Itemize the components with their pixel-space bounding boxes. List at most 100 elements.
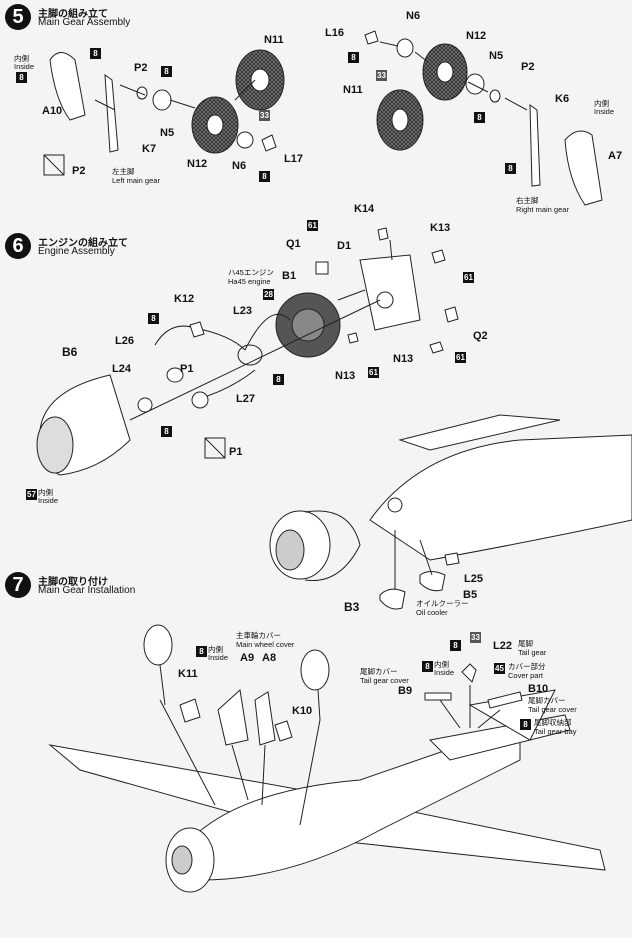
part-label: A8 xyxy=(262,652,277,664)
tail-gear-cover-jp: 尾脚カバー xyxy=(360,667,398,676)
color-code: 33 xyxy=(376,70,387,81)
n13-part-r xyxy=(429,341,444,354)
step-6-title-en: Engine Assembly xyxy=(38,246,115,257)
q1-part xyxy=(315,261,329,275)
color-code: 8 xyxy=(16,72,27,83)
part-label: A10 xyxy=(42,105,63,117)
p2-cap-r xyxy=(489,89,501,103)
color-code: 8 xyxy=(161,426,172,437)
step-7-title-en: Main Gear Installation xyxy=(38,585,136,596)
l24-part xyxy=(137,397,153,413)
tail-gear-bay-jp: 尾脚収納部 xyxy=(534,718,572,727)
color-code: 8 xyxy=(259,171,270,182)
part-label: B1 xyxy=(282,270,297,282)
part-label: B6 xyxy=(62,345,78,359)
part-label: L22 xyxy=(493,640,512,652)
b9-part xyxy=(424,692,452,701)
inside-note-jp: 内側 xyxy=(14,54,29,63)
part-label: K12 xyxy=(174,293,195,305)
k14-part xyxy=(377,227,389,241)
part-label: N5 xyxy=(489,50,504,62)
step-6-number: 6 xyxy=(5,233,31,259)
color-code: 8 xyxy=(90,48,101,59)
color-code: 28 xyxy=(263,289,274,300)
inside-en: Inside xyxy=(208,653,229,662)
color-code: 8 xyxy=(505,163,516,174)
color-code: 61 xyxy=(455,352,466,363)
part-label: K11 xyxy=(178,668,198,680)
inside-en: Inside xyxy=(434,668,455,677)
part-label: B5 xyxy=(463,589,478,601)
part-label: L25 xyxy=(464,573,483,585)
part-label: B9 xyxy=(398,685,413,697)
l16-part xyxy=(364,30,379,45)
d1-firewall xyxy=(359,254,421,331)
p2-cap-l xyxy=(136,86,148,100)
part-label: N11 xyxy=(343,84,363,96)
wheel-r xyxy=(300,649,330,691)
part-label: K7 xyxy=(142,143,157,155)
k13-part xyxy=(431,249,446,264)
tail-gear-en: Tail gear xyxy=(518,648,547,657)
tail-gear-bay-en: Tail gear bay xyxy=(534,727,577,736)
a7-door xyxy=(564,130,603,206)
k6-leg xyxy=(529,104,541,187)
color-code: 8 xyxy=(520,719,531,730)
engine-jp: ハ45エンジン xyxy=(228,268,274,277)
color-code: 8 xyxy=(348,52,359,63)
a8-part xyxy=(254,691,276,746)
main-wheel-cover-en: Main wheel cover xyxy=(236,640,295,649)
part-label: N13 xyxy=(393,353,414,365)
part-label: N12 xyxy=(187,158,208,170)
part-label: B10 xyxy=(528,683,549,695)
k11-part xyxy=(179,698,201,723)
part-label: L16 xyxy=(325,27,344,39)
right-gear-jp: 右主脚 xyxy=(516,196,539,205)
part-label: Q1 xyxy=(286,238,301,250)
part-label: A7 xyxy=(608,150,623,162)
tail-gear-cover-r-en: Tail gear cover xyxy=(528,705,577,714)
part-label: Q2 xyxy=(473,330,488,342)
part-label: N6 xyxy=(406,10,421,22)
tail-gear-jp: 尾脚 xyxy=(518,639,533,648)
color-code: 33 xyxy=(470,632,481,643)
b3-part xyxy=(379,588,406,610)
color-code: 33 xyxy=(259,110,270,121)
b5-part xyxy=(419,571,446,592)
fuselage-sub xyxy=(369,434,632,561)
tail-gear-cover-r-jp: 尾脚カバー xyxy=(528,696,566,705)
tail-gear xyxy=(461,663,477,683)
k10-part xyxy=(274,720,293,742)
part-label: D1 xyxy=(337,240,352,252)
part-label: P2 xyxy=(134,62,148,74)
part-label: P2 xyxy=(72,165,86,177)
color-code: 8 xyxy=(273,374,284,385)
part-label: L27 xyxy=(236,393,255,405)
left-gear-en: Left main gear xyxy=(112,176,160,185)
k12-part xyxy=(189,321,205,338)
oil-cooler-en: Oil cooler xyxy=(416,608,448,617)
main-wheel-cover-jp: 主車輪カバー xyxy=(236,631,281,640)
part-label: N6 xyxy=(232,160,247,172)
step-7-title-jp: 主脚の取り付け xyxy=(38,577,108,588)
step-5-title-en: Main Gear Assembly xyxy=(38,17,131,28)
p1-part-b xyxy=(191,391,209,409)
part-label: B3 xyxy=(344,600,360,614)
color-code: 45 xyxy=(494,663,505,674)
l25-part xyxy=(444,552,460,566)
inside-jp: 内側 xyxy=(38,488,53,497)
step-5-number: 5 xyxy=(5,4,31,30)
color-code: 8 xyxy=(196,646,207,657)
a10-door xyxy=(49,52,86,121)
main-fuselage xyxy=(189,729,521,881)
color-code: 8 xyxy=(148,313,159,324)
part-label: L17 xyxy=(284,153,303,165)
left-gear-jp: 左主脚 xyxy=(112,167,135,176)
part-label: A9 xyxy=(240,652,255,664)
right-gear-en: Right main gear xyxy=(516,205,569,214)
cover-part-jp: カバー部分 xyxy=(508,662,546,671)
part-label: K10 xyxy=(292,705,313,717)
q2-part xyxy=(444,306,459,323)
